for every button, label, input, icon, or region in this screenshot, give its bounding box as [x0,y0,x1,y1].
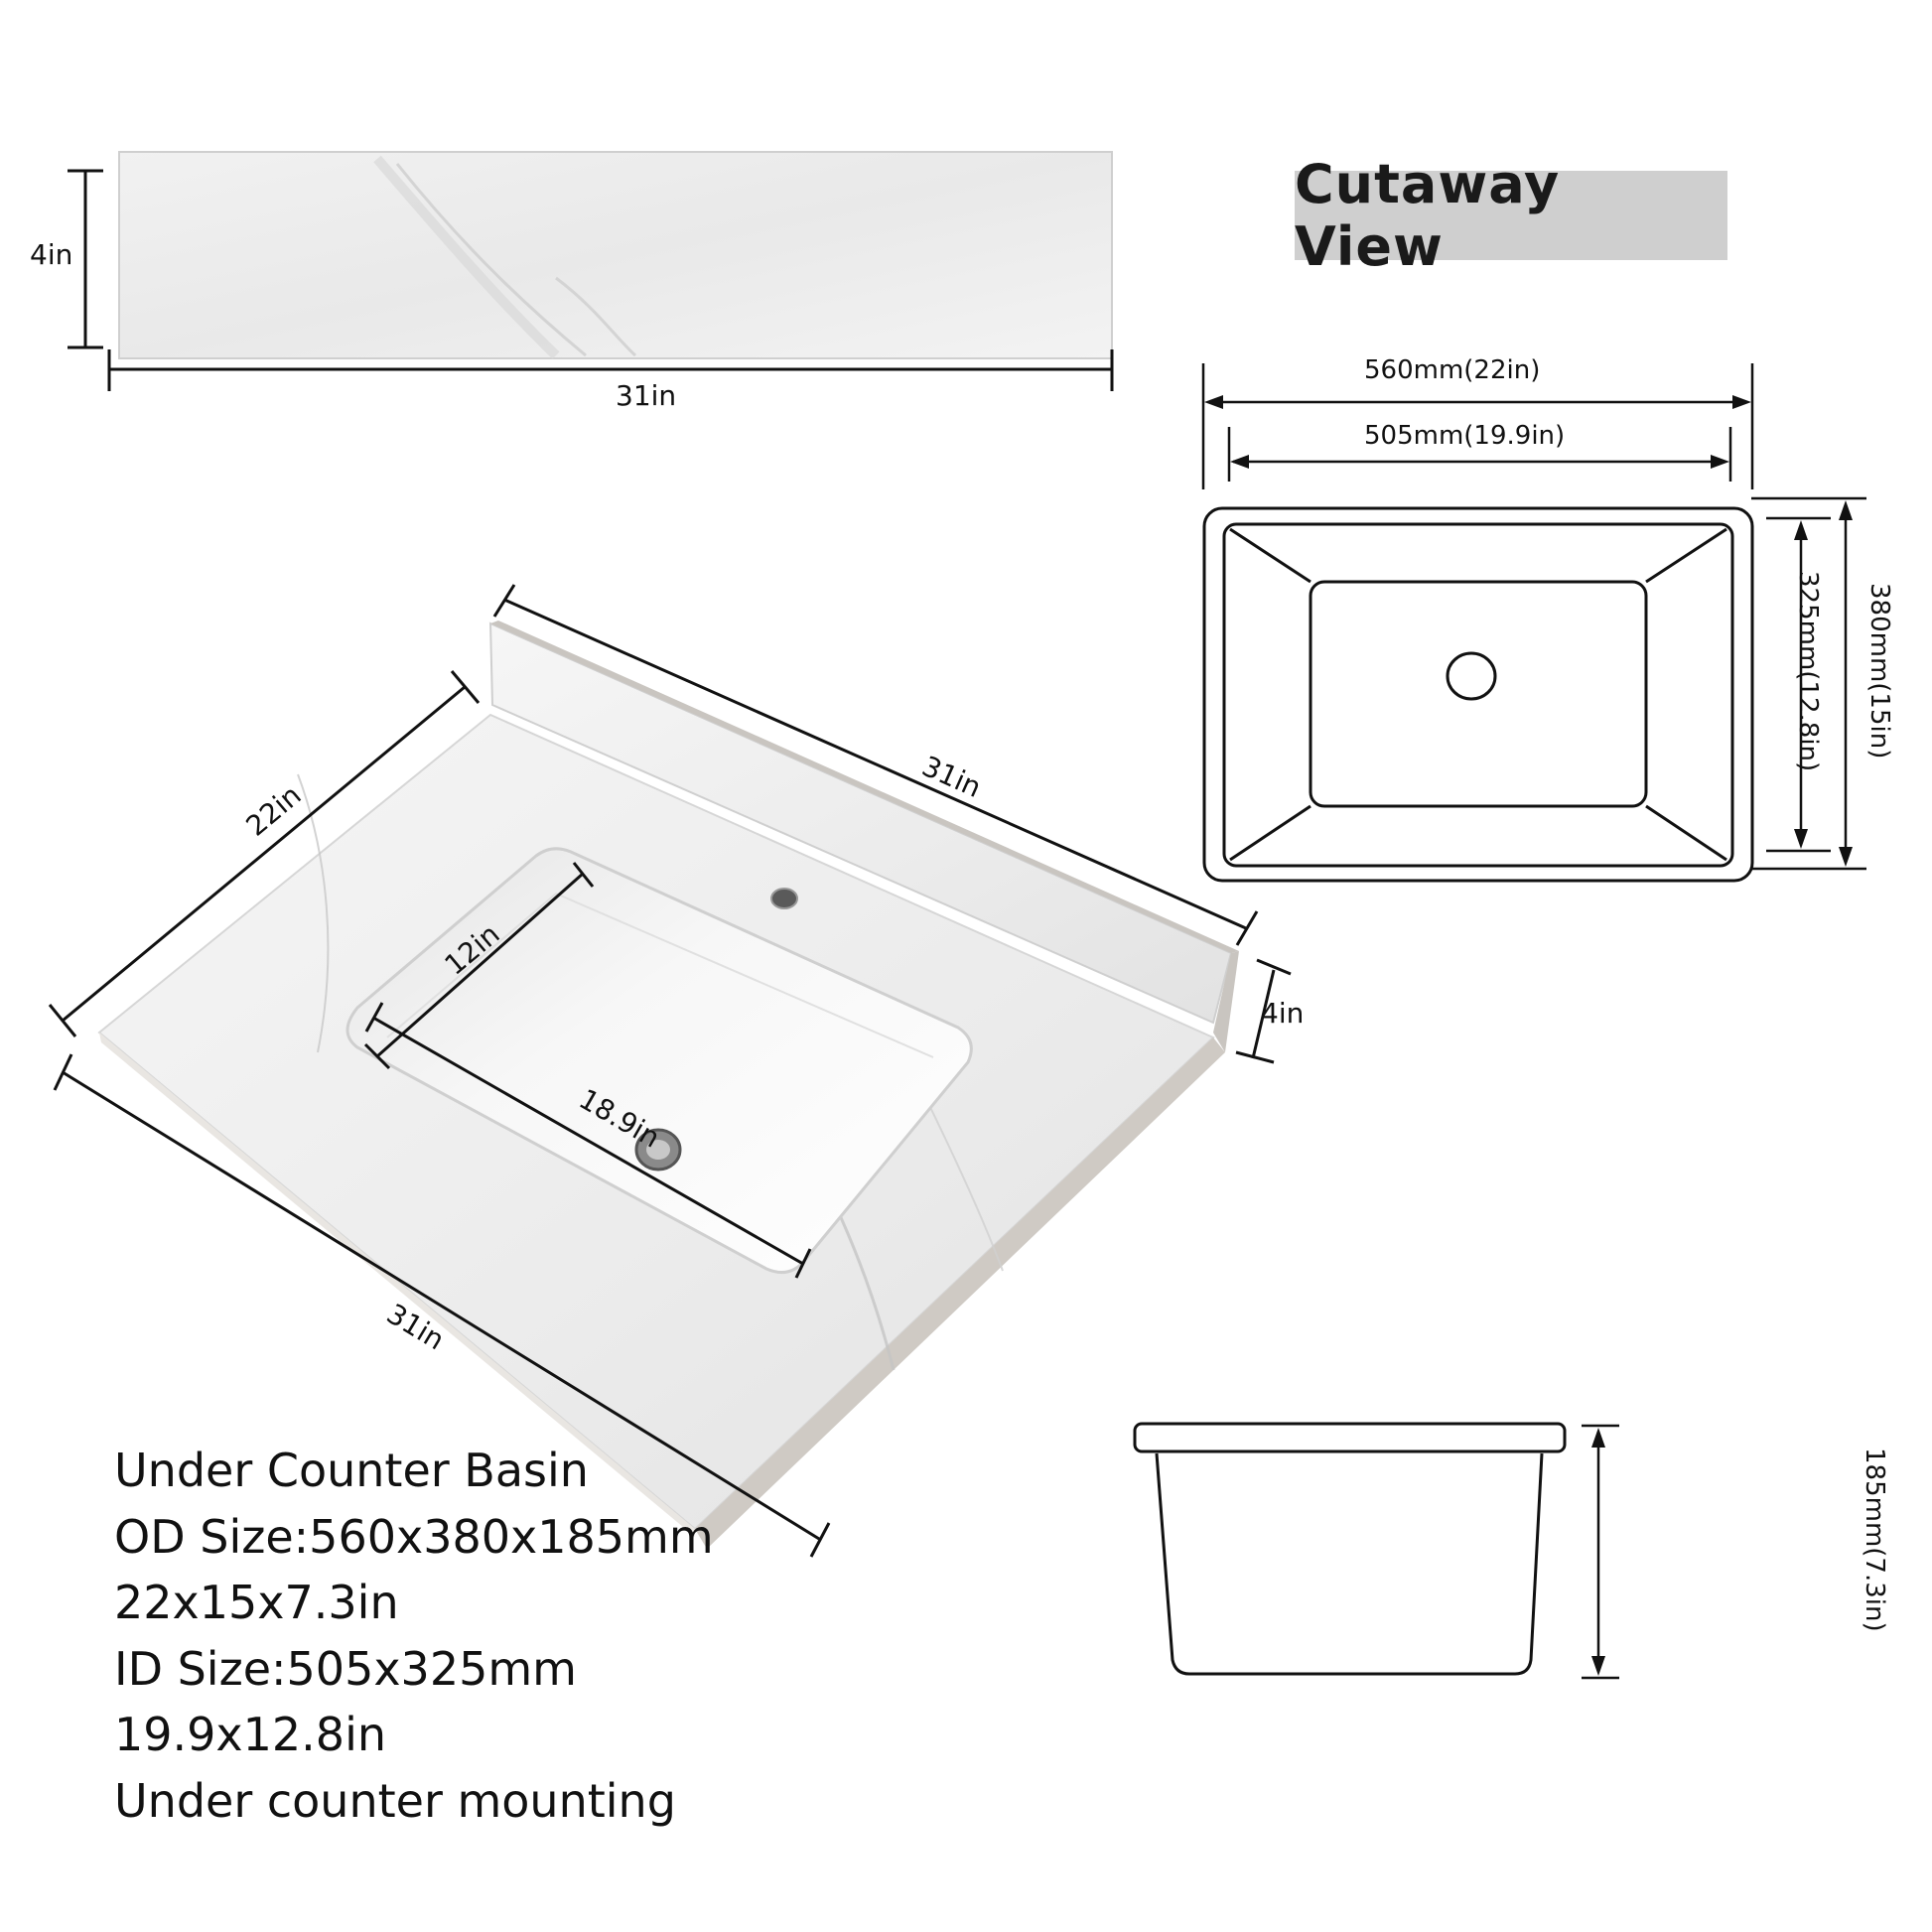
arrow-left-icon [1230,455,1249,469]
cutaway-width-dimensions [1201,363,1754,489]
side-height-label: 185mm(7.3in) [1860,1448,1889,1632]
arrow-up-icon [1794,520,1808,540]
arrow-up-icon [1591,1428,1605,1448]
arrow-down-icon [1591,1656,1605,1676]
cutaway-title-box: Cutaway View [1295,153,1727,278]
cutaway-length-dimensions [1751,496,1866,871]
arrow-up-icon [1839,500,1853,520]
backsplash-height-3d-dimension [1235,958,1292,1064]
spec-item: OD Size:560x380x185mm [114,1509,714,1564]
arrow-right-icon [1732,395,1751,409]
backsplash-height-dimension [68,169,103,349]
cutaway-top-view [1202,506,1754,883]
spec-list: Under Counter Basin OD Size:560x380x185m… [114,1438,714,1834]
backsplash-width-dimension [107,349,1114,391]
arrow-left-icon [1204,395,1223,409]
backsplash-slab [118,151,1113,359]
front-length-dimension [53,1053,831,1558]
spec-item: 19.9x12.8in [114,1708,387,1761]
spec-item: Under Counter Basin [114,1444,589,1497]
basin-length-dimension [364,1002,812,1279]
spec-item: ID Size:505x325mm [114,1641,577,1696]
outer-length-label: 380mm(15in) [1864,583,1894,759]
cutaway-height-dimension [1582,1424,1619,1680]
backsplash-length-dimension [492,584,1259,946]
arrow-down-icon [1794,829,1808,849]
backsplash-height-3d-label: 4in [1261,997,1305,1030]
inner-width-label: 505mm(19.9in) [1364,421,1566,451]
drain-icon [634,1128,682,1172]
depth-dimension [48,670,481,1037]
backsplash-width-label: 31in [616,379,677,412]
inner-length-label: 325mm(12.8in) [1793,571,1823,771]
basin-depth-dimension [363,862,595,1070]
countertop-3d-drawing [97,621,1239,1549]
arrow-down-icon [1839,847,1853,867]
inner-length-text: 325mm(12.8in) [1793,571,1823,772]
arrow-right-icon [1711,455,1729,469]
cutaway-title: Cutaway View [1295,153,1561,278]
spec-item: Under counter mounting [114,1773,676,1828]
cutaway-side-view [1133,1422,1567,1676]
spec-item: 22x15x7.3in [114,1576,399,1629]
backsplash-height-label: 4in [30,238,73,271]
outer-width-label: 560mm(22in) [1364,355,1541,385]
